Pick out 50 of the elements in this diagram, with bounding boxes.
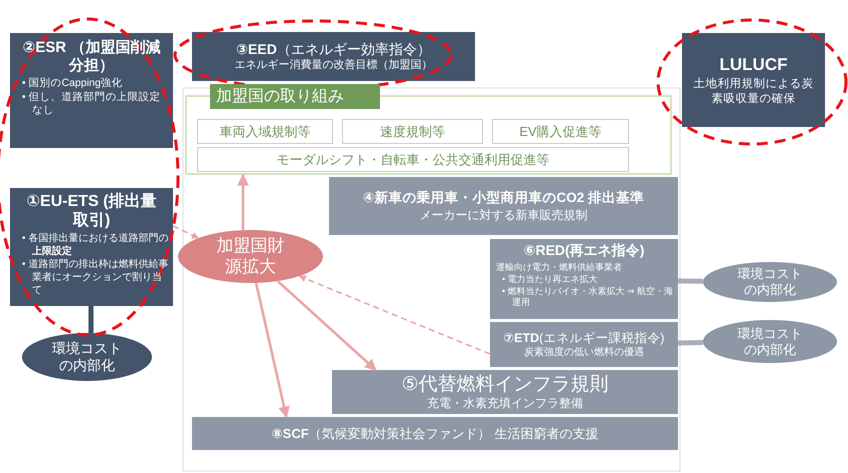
info-box [192, 32, 475, 81]
heading-text: LULUCF [720, 54, 788, 76]
body-text: 充電・水素充填インフラ整備 [427, 396, 583, 410]
option-box: EV購入促進等 [492, 119, 629, 144]
option-box: モーダルシフト・自転車・公共交通利用促進等 [197, 147, 629, 172]
bullet-item: • 但し、道路部門の上限設定なし [21, 90, 162, 118]
info-box [332, 370, 678, 414]
oval-text: 加盟国財源拡大 [216, 236, 286, 277]
heading-text: ⑥RED(再エネ指令) [522, 241, 646, 260]
arrow [276, 280, 377, 371]
bullet-item: • 道路部門の排出枠は燃料供給事業者にオークションで割り当て [21, 258, 170, 298]
option-box: 速度規制等 [342, 119, 483, 144]
bullet-item: • 電力当たり再エネ拡大 [501, 274, 599, 286]
oval-badge [703, 262, 837, 302]
oval-badge [703, 320, 837, 363]
oval-text: 環境コストの内部化 [51, 340, 123, 374]
oval-badge [178, 230, 323, 283]
heading-text: ④新車の乗用車・小型商用車のCO2 排出基準 [363, 188, 644, 207]
body-text: エネルギー消費量の改善目標（加盟国） [234, 58, 432, 73]
info-box [10, 33, 173, 148]
option-box: 車両入域規制等 [197, 119, 333, 144]
dashed-arrow [298, 275, 490, 355]
oval-badge [22, 333, 152, 381]
oval-text: 環境コストの内部化 [736, 326, 804, 358]
info-box [682, 33, 825, 127]
heading-text: ③EED（エネルギー効率指令） [236, 40, 431, 58]
body-text: 土地利用規制による炭素吸収量の確保 [692, 76, 814, 107]
heading-text: ⑤代替燃料インフラ規則 [401, 374, 609, 396]
heading-text: ②ESR （加盟国削減分担） [22, 38, 162, 76]
bullet-item: • 燃料当たりバイオ・水素拡大 ⇒ 航空・海運用 [501, 286, 674, 310]
heading-text: ⑦ETD(エネルギー課税指令) [504, 330, 664, 346]
info-box [329, 177, 678, 235]
info-box [10, 188, 173, 306]
dashed-arrow [172, 225, 200, 239]
arrow [237, 174, 249, 230]
connector-bar [678, 278, 704, 284]
oval-text: 環境コストの内部化 [736, 266, 804, 298]
connector-bar [678, 340, 704, 346]
heading-text: ⑧SCF（気候変動対策社会ファンド） 生活困窮者の支援 [272, 424, 598, 442]
info-box [490, 322, 678, 367]
tab-label: 加盟国の取り組み [210, 84, 380, 109]
heading-text: ①EU-ETS (排出量取引) [26, 192, 158, 232]
bullet-item: • 各国排出量における道路部門の上限設定 [21, 232, 170, 258]
body-text: メーカーに対する新車販売規制 [420, 208, 588, 224]
body-text: 炭素強度の低い燃料の優遇 [524, 346, 644, 360]
info-box [490, 239, 678, 319]
info-box [192, 417, 678, 450]
arrow [254, 282, 290, 418]
bullet-item: • 国別のCapping強化 [21, 77, 124, 91]
body-text: 運輸向け電力・燃料供給事業者 [495, 261, 623, 274]
